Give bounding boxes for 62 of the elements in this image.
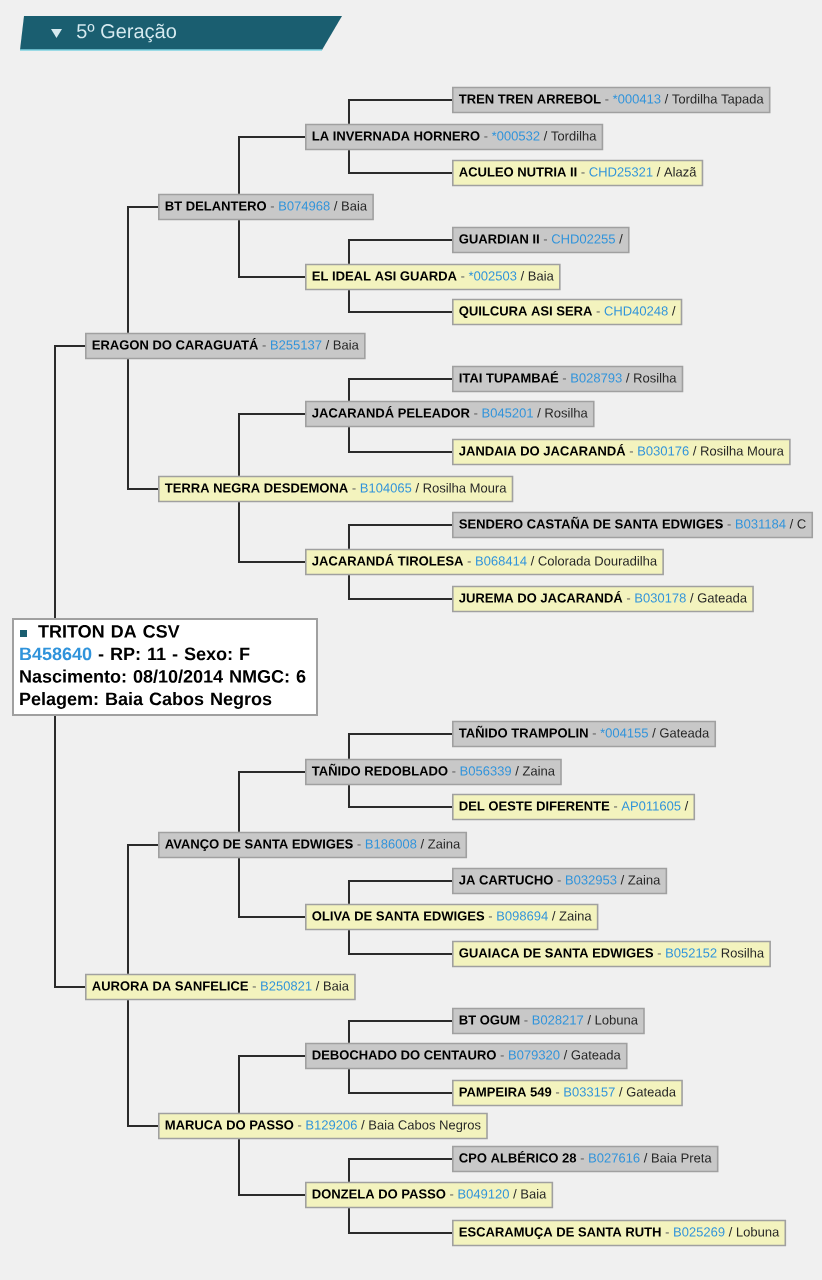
connector-line [238, 413, 306, 477]
pedigree-box: DONZELA DO PASSO - B049120 / Baia [305, 1181, 554, 1209]
connector-line [54, 345, 86, 619]
connector-line [348, 239, 453, 265]
pedigree-box: ITAI TUPAMBAÉ - B028793 / Rosilha [452, 365, 684, 393]
connector-line [127, 358, 159, 490]
pedigree-box: TAÑIDO REDOBLADO - B056339 / Zaina [305, 758, 562, 786]
connector-line [238, 1055, 306, 1114]
pedigree-box: TERRA NEGRA DESDEMONA - B104065 / Rosilha Moura [158, 475, 514, 503]
title-banner: 5º Geração [19, 16, 342, 51]
pedigree-box: ESCARAMUÇA DE SANTA RUTH - B025269 / Lobuna [452, 1219, 787, 1247]
connector-line [348, 378, 453, 402]
connector-line [348, 1207, 453, 1234]
connector-line [348, 149, 453, 174]
connector-line [348, 880, 453, 905]
pedigree-box: AVANÇO DE SANTA EDWIGES - B186008 / Zaina [158, 831, 468, 859]
pedigree-box: GUAIACA DE SANTA EDWIGES - B052152 Rosilha [452, 940, 771, 968]
connector-line [348, 1158, 453, 1183]
pedigree-box: TAÑIDO TRAMPOLIN - *004155 / Gateada [452, 720, 717, 748]
connector-line [54, 714, 86, 988]
pedigree-box: PAMPEIRA 549 - B033157 / Gateada [452, 1079, 683, 1107]
connector-line [348, 784, 453, 808]
pedigree-box: ERAGON DO CARAGUATÁ - B255137 / Baia [85, 332, 366, 360]
connector-line [238, 1138, 306, 1196]
connector-line [348, 733, 453, 760]
connector-line [348, 289, 453, 313]
connector-line [348, 99, 453, 125]
pedigree-box: SENDERO CASTAÑA DE SANTA EDWIGES - B031184 / C [452, 511, 814, 539]
pedigree-box: MARUCA DO PASSO - B129206 / Baia Cabos Negros [158, 1112, 488, 1140]
pedigree-box: GUARDIAN II - CHD02255 / [452, 226, 630, 254]
connector-line [348, 1020, 453, 1044]
connector-line [238, 771, 306, 833]
connector-line [238, 219, 306, 278]
connector-line [348, 524, 453, 550]
connector-line [127, 206, 159, 334]
pedigree-box: QUILCURA ASI SERA - CHD40248 / [452, 298, 683, 326]
connector-line [238, 857, 306, 918]
pedigree-box: OLIVA DE SANTA EDWIGES - B098694 / Zaina [305, 903, 599, 931]
connector-line [348, 1068, 453, 1094]
pedigree-box: TREN TREN ARREBOL - *000413 / Tordilha Tapada [452, 86, 771, 114]
pedigree-box: JACARANDÁ PELEADOR - B045201 / Rosilha [305, 400, 595, 428]
pedigree-box: DEL OESTE DIFERENTE - AP011605 / [452, 793, 696, 821]
pedigree-box: JANDAIA DO JACARANDÁ - B030176 / Rosilha Moura [452, 438, 791, 466]
connector-line [348, 426, 453, 453]
connector-line [348, 574, 453, 600]
connector-line [238, 136, 306, 195]
pedigree-box: JUREMA DO JACARANDÁ - B030178 / Gateada [452, 585, 754, 613]
pedigree-box: ACULEO NUTRIA II - CHD25321 / Alazã [452, 159, 704, 187]
connector-line [238, 501, 306, 563]
pedigree-box: BT DELANTERO - B074968 / Baia [158, 193, 374, 221]
pedigree-box: CPO ALBÉRICO 28 - B027616 / Baia Preta [452, 1145, 719, 1173]
connector-line [127, 844, 159, 975]
profile-card: TRITON DA CSV B458640 - RP: 11 - Sexo: F Nascimento: 08/10/2014 NMGC: 6 Pelagem: Baia Cabos Negros [12, 618, 318, 716]
pedigree-box: DEBOCHADO DO CENTAURO - B079320 / Gateada [305, 1042, 628, 1070]
connector-line [348, 929, 453, 955]
pedigree-box: JA CARTUCHO - B032953 / Zaina [452, 867, 668, 895]
connector-line [127, 999, 159, 1127]
pedigree-box: JACARANDÁ TIROLESA - B068414 / Colorada Douradilha [305, 548, 664, 576]
pedigree-box: AURORA DA SANFELICE - B250821 / Baia [85, 973, 356, 1001]
pedigree-box: BT OGUM - B028217 / Lobuna [452, 1007, 645, 1035]
pedigree-box: LA INVERNADA HORNERO - *000532 / Tordilha [305, 123, 604, 151]
pedigree-box: EL IDEAL ASI GUARDA - *002503 / Baia [305, 263, 561, 291]
